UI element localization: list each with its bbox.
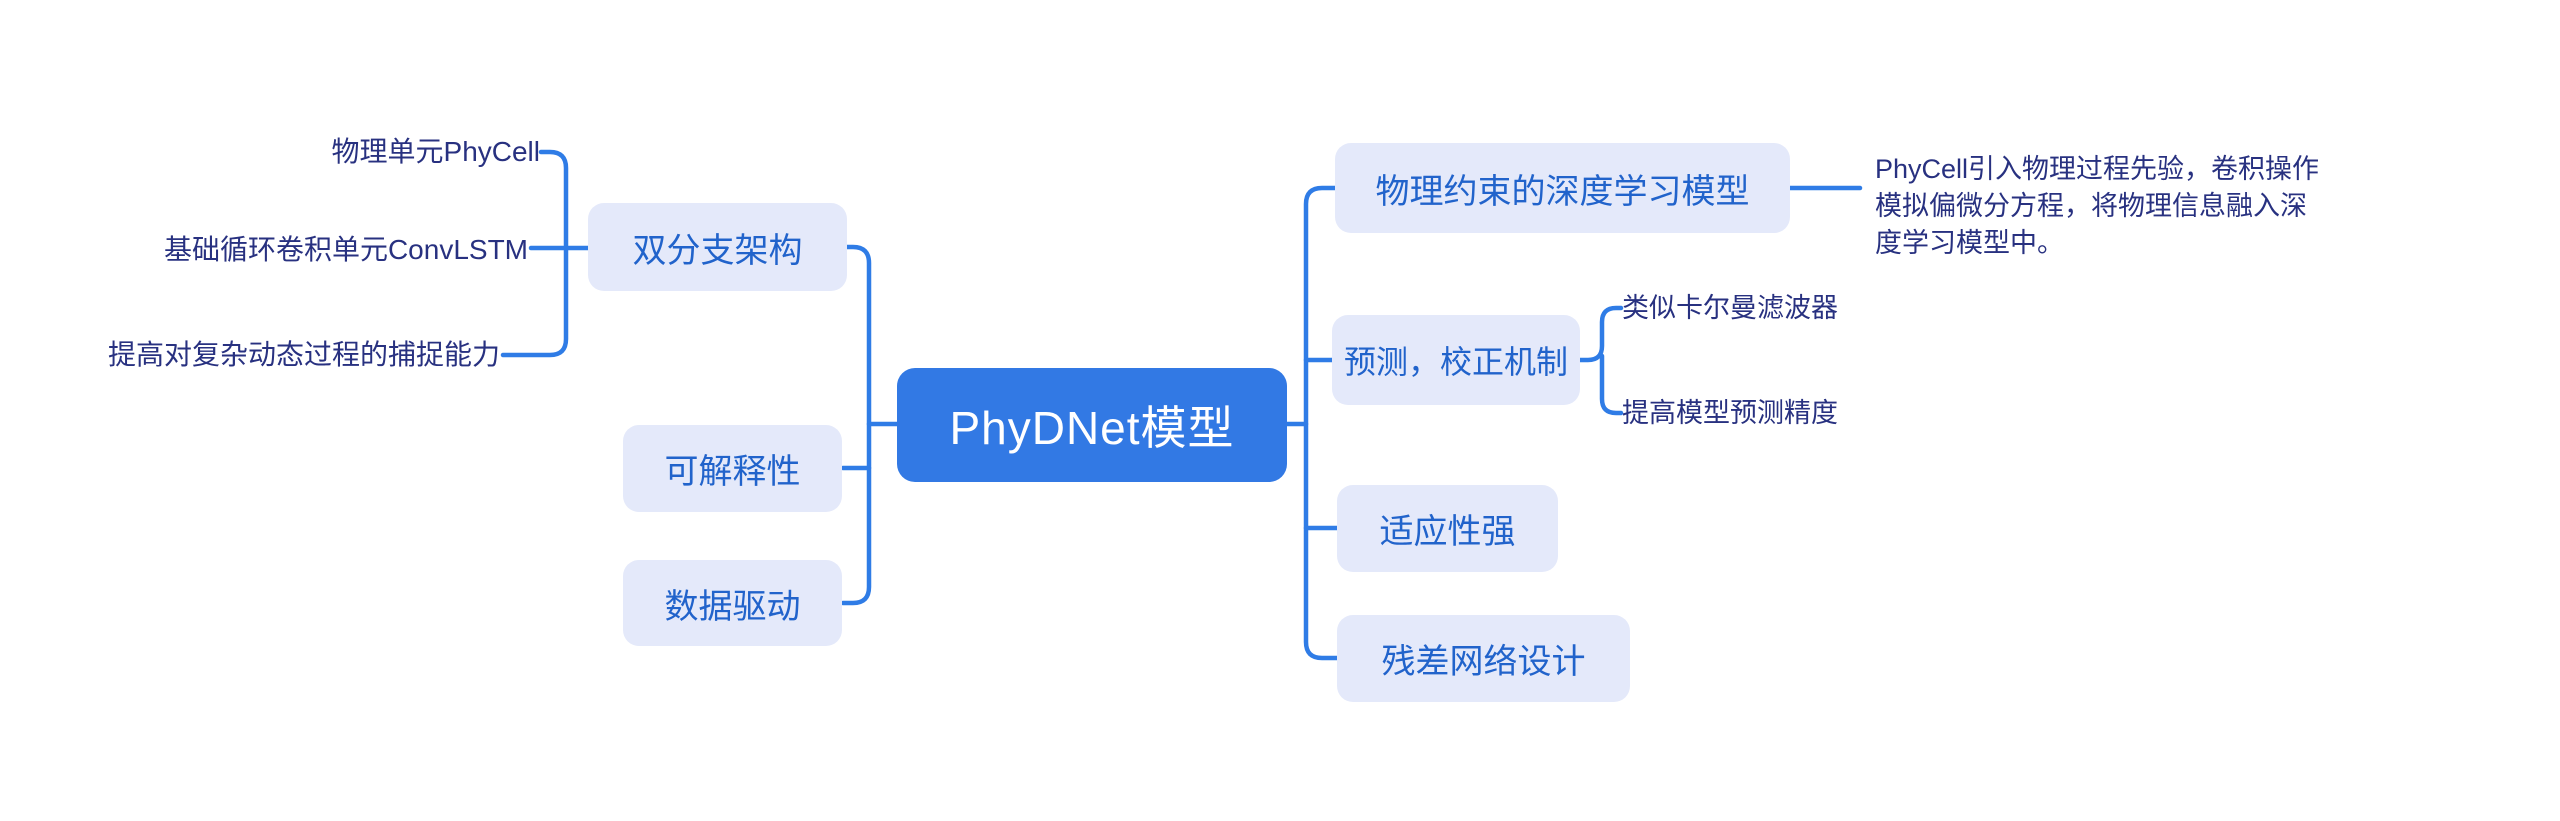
note-phycell-description[interactable]: PhyCell引入物理过程先验，卷积操作模拟偏微分方程，将物理信息融入深度学习模… [1875,154,2320,258]
connector-predcorr-bracket-down [1599,353,1624,416]
node-predict-correct-mechanism[interactable]: 预测，校正机制 [1332,315,1580,405]
central-topic-node[interactable]: PhyDNet模型 [897,368,1287,482]
connector-right-trunk [1303,185,1341,661]
leaf-convlstm-unit[interactable]: 基础循环卷积单元ConvLSTM [163,234,528,265]
connector-left-trunk [840,244,872,606]
node-dual-branch-architecture[interactable]: 双分支架构 [588,203,847,291]
leaf-kalman-filter-analogy[interactable]: 类似卡尔曼滤波器 [1622,293,1838,323]
node-strong-adaptability[interactable]: 适应性强 [1337,485,1558,572]
connector-predcorr-bracket-up [1577,305,1624,363]
node-residual-network-design[interactable]: 残差网络设计 [1337,615,1630,702]
leaf-dynamic-capture-ability[interactable]: 提高对复杂动态过程的捕捉能力 [107,339,500,370]
node-interpretability[interactable]: 可解释性 [623,425,842,512]
node-data-driven[interactable]: 数据驱动 [623,560,842,646]
node-physics-constrained-dl-model[interactable]: 物理约束的深度学习模型 [1335,143,1790,233]
leaf-prediction-accuracy[interactable]: 提高模型预测精度 [1622,398,1838,428]
leaf-phycell-unit[interactable]: 物理单元PhyCell [331,136,540,167]
